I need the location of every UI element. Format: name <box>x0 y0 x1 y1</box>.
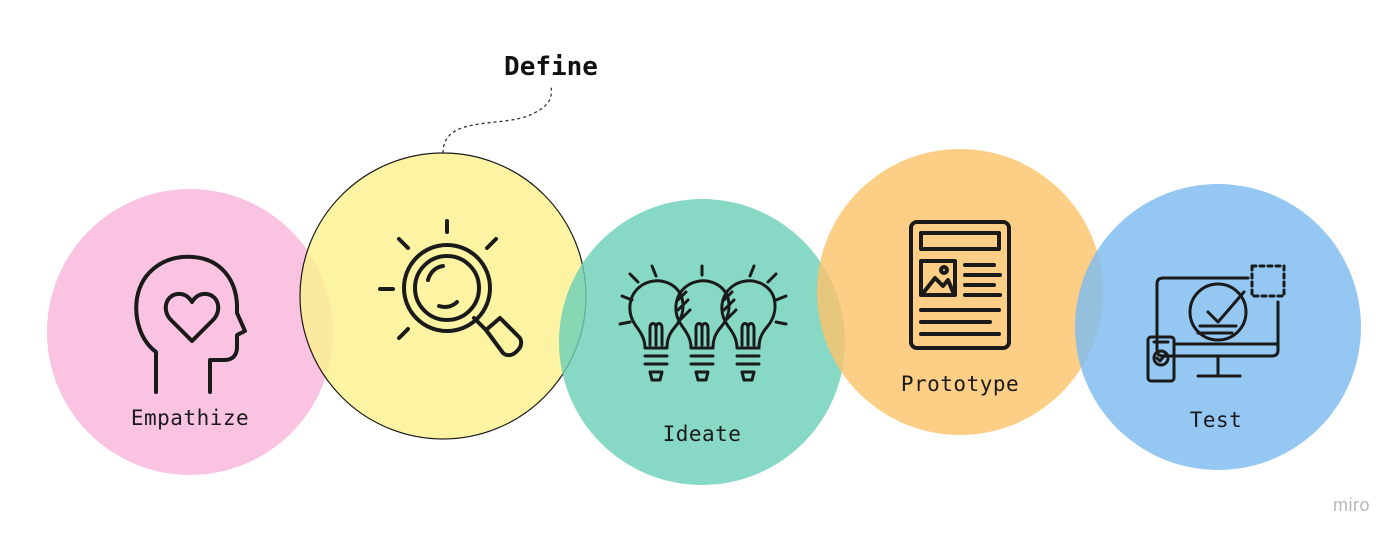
miro-logo-text: miro <box>1333 495 1370 515</box>
stage-label-empathize: Empathize <box>130 406 250 430</box>
stage-label-prototype: Prototype <box>900 372 1020 396</box>
devices-check-icon <box>1146 264 1286 383</box>
stage-label-define: Define <box>504 52 598 82</box>
empathize-circle <box>47 189 333 475</box>
document-layout-icon <box>909 220 1011 350</box>
prototype-circle <box>817 149 1103 435</box>
stage-label-ideate: Ideate <box>662 422 742 446</box>
define-circle <box>299 152 587 440</box>
lightbulbs-icon <box>618 264 788 382</box>
head-heart-icon <box>134 254 247 394</box>
magnifier-icon <box>378 219 524 358</box>
define-callout-connector <box>442 84 553 154</box>
stage-label-test: Test <box>1189 408 1243 432</box>
